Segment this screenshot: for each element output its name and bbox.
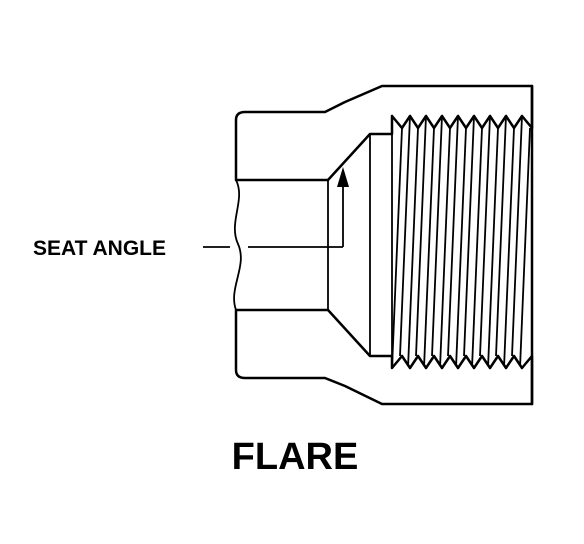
internal-threads [392, 116, 531, 368]
arrow-up-icon [337, 167, 349, 187]
seat-angle-label: SEAT ANGLE [33, 237, 166, 260]
diagram-caption: FLARE [232, 436, 359, 478]
lower-wall-section [234, 308, 534, 406]
bore-break-line [233, 179, 242, 311]
upper-wall-section [234, 84, 534, 182]
